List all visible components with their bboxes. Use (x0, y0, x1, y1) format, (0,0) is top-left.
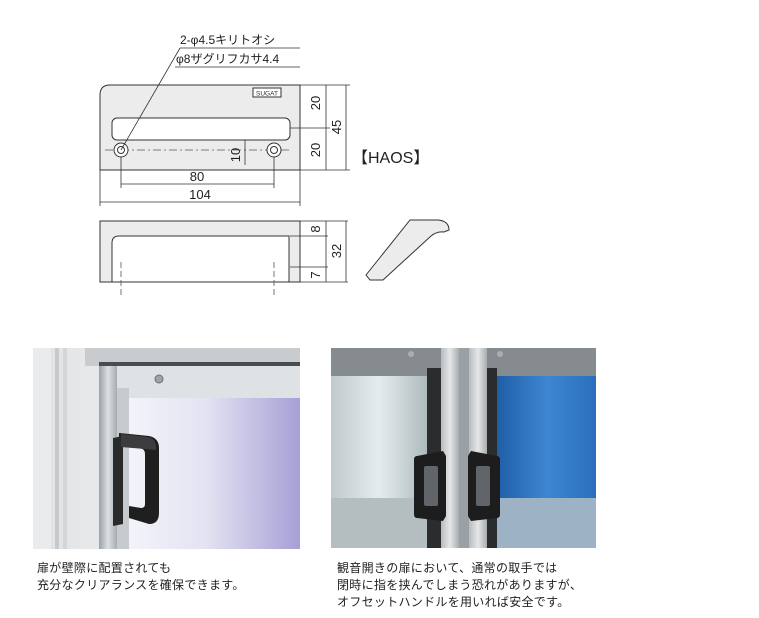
caption-left-line: 扉が壁際に配置されても (37, 561, 172, 575)
dim-hole-pitch: 80 (190, 169, 204, 184)
caption-left: 扉が壁際に配置されても 充分なクリアランスを確保できます。 (37, 560, 245, 594)
front-view: SUGAT (99, 84, 301, 171)
photo-double-doors (331, 348, 596, 548)
caption-right: 観音開きの扉において、通常の取手では 閉時に指を挟んでしまう恐れがありますが、 … (337, 560, 582, 611)
hole-note-line-2: φ8ザグリフカサ4.4 (176, 52, 279, 66)
dim-depth-total: 32 (329, 244, 344, 258)
dim-depth-bottom: 7 (308, 271, 323, 278)
caption-left-line: 充分なクリアランスを確保できます。 (37, 578, 245, 592)
bottom-view: 8 7 32 (99, 220, 348, 296)
technical-drawing: SUGAT 2-φ4.5キリトオシ φ8ザグリフカサ4.4 80 104 10 (99, 33, 450, 296)
dim-vertical-front: 20 20 45 (290, 84, 350, 171)
dim-height-lower: 20 (308, 143, 323, 157)
dim-horizontal: 80 104 10 (99, 140, 301, 206)
hole-note-line-1: 2-φ4.5キリトオシ (180, 33, 275, 47)
dim-width-total: 104 (189, 187, 211, 202)
dim-offset-10: 10 (228, 148, 243, 162)
dim-height-total: 45 (329, 120, 344, 134)
side-profile (365, 219, 450, 281)
hole-note: 2-φ4.5キリトオシ φ8ザグリフカサ4.4 (120, 33, 300, 151)
caption-right-line: 観音開きの扉において、通常の取手では (337, 561, 558, 575)
caption-right-line: 閉時に指を挟んでしまう恐れがありますが、 (337, 578, 583, 592)
dim-height-upper: 20 (308, 96, 323, 110)
logo-text: SUGAT (256, 91, 278, 98)
dim-depth-top: 8 (308, 225, 323, 232)
model-label: 【HAOS】 (352, 150, 429, 167)
photo-wall-clearance (33, 348, 300, 549)
logo-plate (252, 87, 282, 98)
caption-right-line: オフセットハンドルを用いれば安全です。 (337, 595, 570, 609)
